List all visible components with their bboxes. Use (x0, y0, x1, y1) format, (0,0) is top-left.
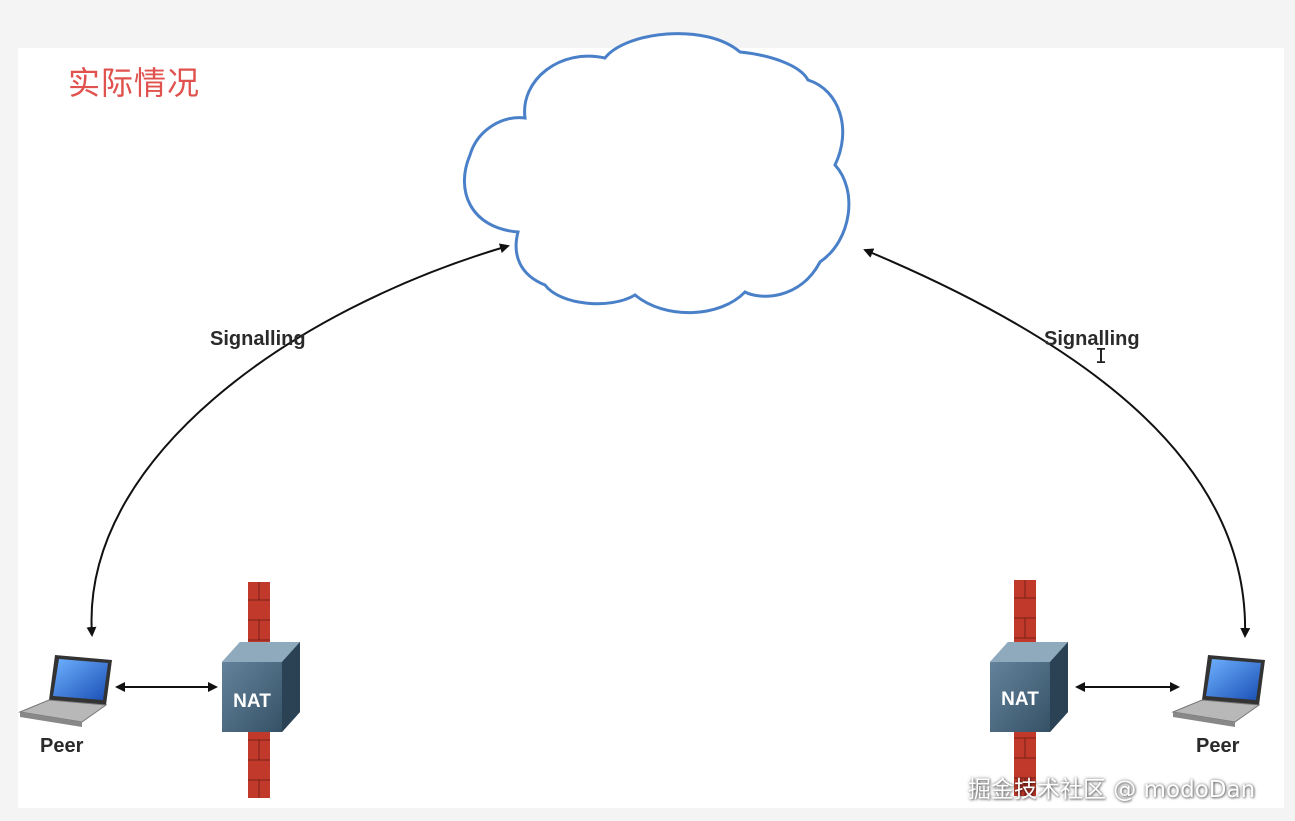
nat-label-left: NAT (233, 691, 271, 712)
nat-label-right: NAT (1001, 689, 1039, 710)
signalling-label-right: Signalling (1044, 328, 1140, 350)
laptop-icon-left (18, 655, 112, 727)
signalling-cloud (462, 32, 851, 315)
nat-device-left: NAT (222, 642, 300, 732)
watermark: 掘金技术社区 @ modoDan (968, 777, 1256, 803)
nat-device-right: NAT (990, 642, 1068, 732)
peer-label-right: Peer (1196, 735, 1240, 757)
peer-label-left: Peer (40, 735, 84, 757)
slide-title: 实际情况 (68, 64, 201, 102)
laptop-icon-right (1171, 655, 1265, 727)
signalling-arrow-right (863, 248, 1251, 638)
signalling-label-left: Signalling (210, 328, 306, 350)
text-cursor-icon: I (1095, 344, 1108, 368)
signalling-arrow-left (86, 243, 510, 637)
